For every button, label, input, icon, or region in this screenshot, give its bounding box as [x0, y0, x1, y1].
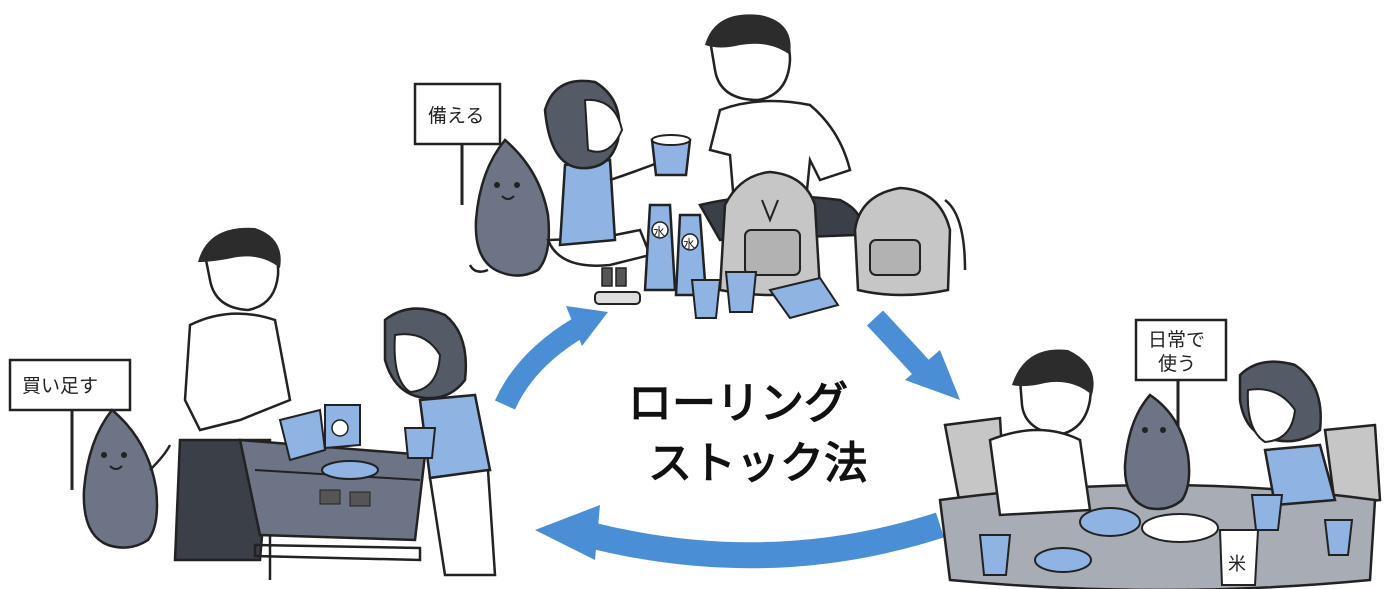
shopping-cart [238, 438, 427, 580]
man-use [988, 349, 1094, 517]
replenish-sign-label: 買い足す [22, 375, 98, 397]
replenish-scene: 買い足す [8, 227, 497, 580]
use-sign-label-1: 日常で [1148, 329, 1205, 351]
arrow-to-replenish [535, 505, 944, 569]
noodle-cups-prepare [690, 271, 758, 319]
prepare-sign: 備える [413, 82, 502, 205]
water-bottles-prepare: 水 水 [643, 203, 708, 297]
batteries-flashlight [594, 267, 641, 305]
prepare-scene: 備える [413, 14, 967, 320]
arrow-to-prepare [494, 306, 608, 410]
backpack-open [718, 170, 822, 297]
woman-replenish [383, 307, 497, 577]
use-scene: 日常で 使う 米 [938, 318, 1382, 589]
girl-prepare [543, 79, 666, 267]
food-packs [768, 276, 840, 320]
prepare-sign-label: 備える [428, 105, 484, 127]
rice-label: 米 [1228, 554, 1246, 575]
replenish-sign: 買い足す [8, 358, 132, 490]
cart-goods [278, 404, 379, 480]
mascot-replenish [82, 408, 172, 549]
cup-handover [650, 134, 692, 177]
water-label-1: 水 [653, 225, 665, 239]
use-sign-label-2: 使う [1158, 353, 1196, 375]
title-line-1: ローリング [628, 378, 848, 429]
mascot-prepare [468, 138, 551, 277]
use-sign: 日常で 使う [1134, 318, 1228, 440]
arrow-to-use [866, 310, 960, 400]
woman-use [1238, 360, 1337, 507]
table-items: 米 [978, 494, 1354, 586]
title-line-2: ストック法 [648, 438, 868, 489]
backpack-closed [853, 186, 967, 297]
water-label-2: 水 [683, 237, 695, 251]
cycle-arrows [494, 306, 960, 569]
mascot-use [1123, 393, 1191, 511]
